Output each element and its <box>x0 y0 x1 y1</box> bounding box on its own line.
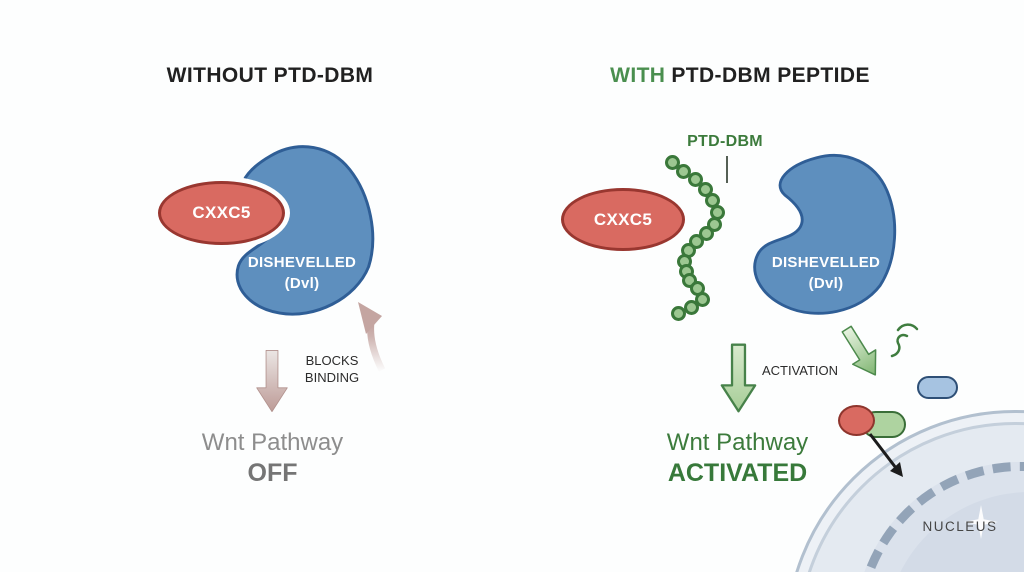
peptide-squiggle-icon <box>890 323 919 358</box>
peptide-bead <box>687 171 703 187</box>
dishevelled-label-right-line2: (Dvl) <box>808 275 844 292</box>
activation-caption: ACTIVATION <box>761 363 839 378</box>
blocks-caption-line2: BINDING <box>304 370 360 385</box>
dishevelled-protein-right <box>740 152 902 319</box>
peptide-bead <box>694 291 710 307</box>
curved-arrow-icon <box>358 302 386 372</box>
ptd-dbm-peptide-label: PTD-DBM <box>687 133 763 150</box>
wnt-pathway-activated-line1: Wnt Pathway <box>666 429 809 456</box>
dishevelled-label-left-line1: DISHEVELLED <box>247 254 357 271</box>
nucleus-entry-arrow-icon <box>868 433 903 477</box>
activation-arrow-icon <box>720 343 757 413</box>
release-arrow-icon <box>841 325 877 376</box>
dishevelled-label-right-line1: DISHEVELLED <box>771 254 881 271</box>
right-panel-title-rest: PTD-DBM PEPTIDE <box>671 64 870 87</box>
red-molecule <box>838 405 875 436</box>
wnt-pathway-off-line2: OFF <box>247 459 298 487</box>
wnt-pathway-activated-line2: ACTIVATED <box>667 459 808 487</box>
wnt-pathway-off-line1: Wnt Pathway <box>201 429 344 456</box>
blocks-caption-line1: BLOCKS <box>305 353 359 368</box>
peptide-bead <box>683 299 699 315</box>
dishevelled-label-right: DISHEVELLED (Dvl) <box>746 252 906 294</box>
wnt-pathway-activated-text: Wnt Pathway ACTIVATED <box>635 428 840 488</box>
right-panel-title-highlight: WITH <box>610 64 666 87</box>
blue-molecule <box>917 376 958 399</box>
dishevelled-label-left-line2: (Dvl) <box>284 275 320 292</box>
left-panel-title: WITHOUT PTD-DBM <box>166 64 374 87</box>
nucleus-label: NUCLEUS <box>922 519 998 534</box>
cxxc5-protein-left: CXXC5 <box>158 181 285 245</box>
peptide-bead <box>664 154 680 170</box>
blocks-binding-caption: BLOCKS BINDING <box>296 352 368 386</box>
dishevelled-label-left: DISHEVELLED (Dvl) <box>222 252 382 294</box>
cxxc5-protein-right: CXXC5 <box>561 188 685 251</box>
peptide-bead <box>675 163 691 179</box>
ptd-dbm-pointer-line <box>726 156 728 183</box>
blocked-arrow-icon <box>256 349 288 413</box>
peptide-bead <box>670 305 686 321</box>
wnt-pathway-off-text: Wnt Pathway OFF <box>170 428 375 488</box>
